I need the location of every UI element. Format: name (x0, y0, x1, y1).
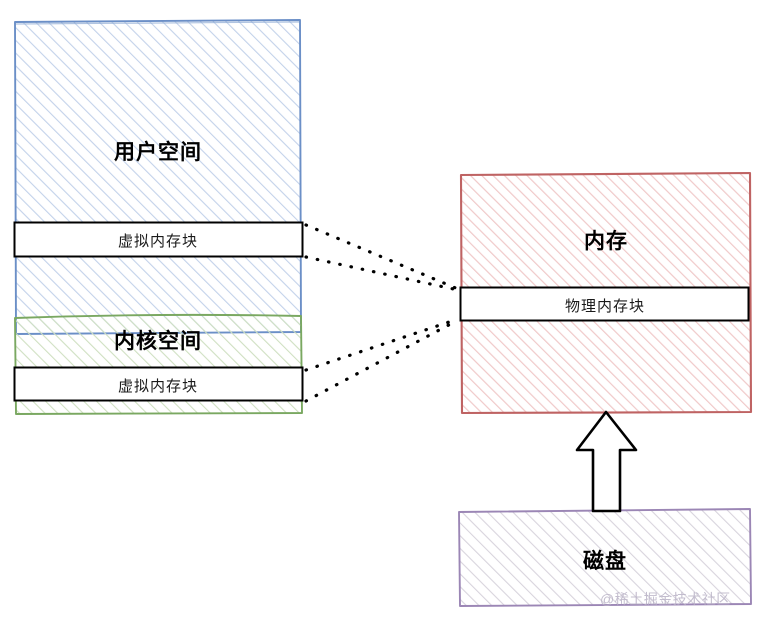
virtual-memory-block-lower (13, 366, 304, 402)
disk-to-memory-arrow (575, 410, 638, 513)
disk-box (458, 508, 752, 607)
disk-label: 磁盘 (583, 550, 627, 573)
user-space-box (14, 19, 302, 335)
physical-memory-block-label: 物理内存块 (564, 298, 645, 315)
memory-label: 内存 (584, 230, 628, 253)
connector-4 (304, 318, 460, 403)
virtual-memory-block-upper (13, 221, 304, 258)
virtual-memory-block-upper-label: 虚拟内存块 (117, 233, 198, 250)
connector-2 (304, 255, 460, 292)
connector-3 (304, 317, 460, 372)
virtual-memory-block-lower-label: 虚拟内存块 (117, 378, 198, 395)
user-space-label: 用户空间 (114, 141, 202, 164)
kernel-space-label: 内核空间 (114, 330, 202, 353)
watermark: @稀土掘金技术社区 (600, 591, 731, 607)
physical-memory-block (459, 286, 750, 322)
connector-1 (304, 223, 460, 291)
mapping-connectors (304, 223, 460, 403)
